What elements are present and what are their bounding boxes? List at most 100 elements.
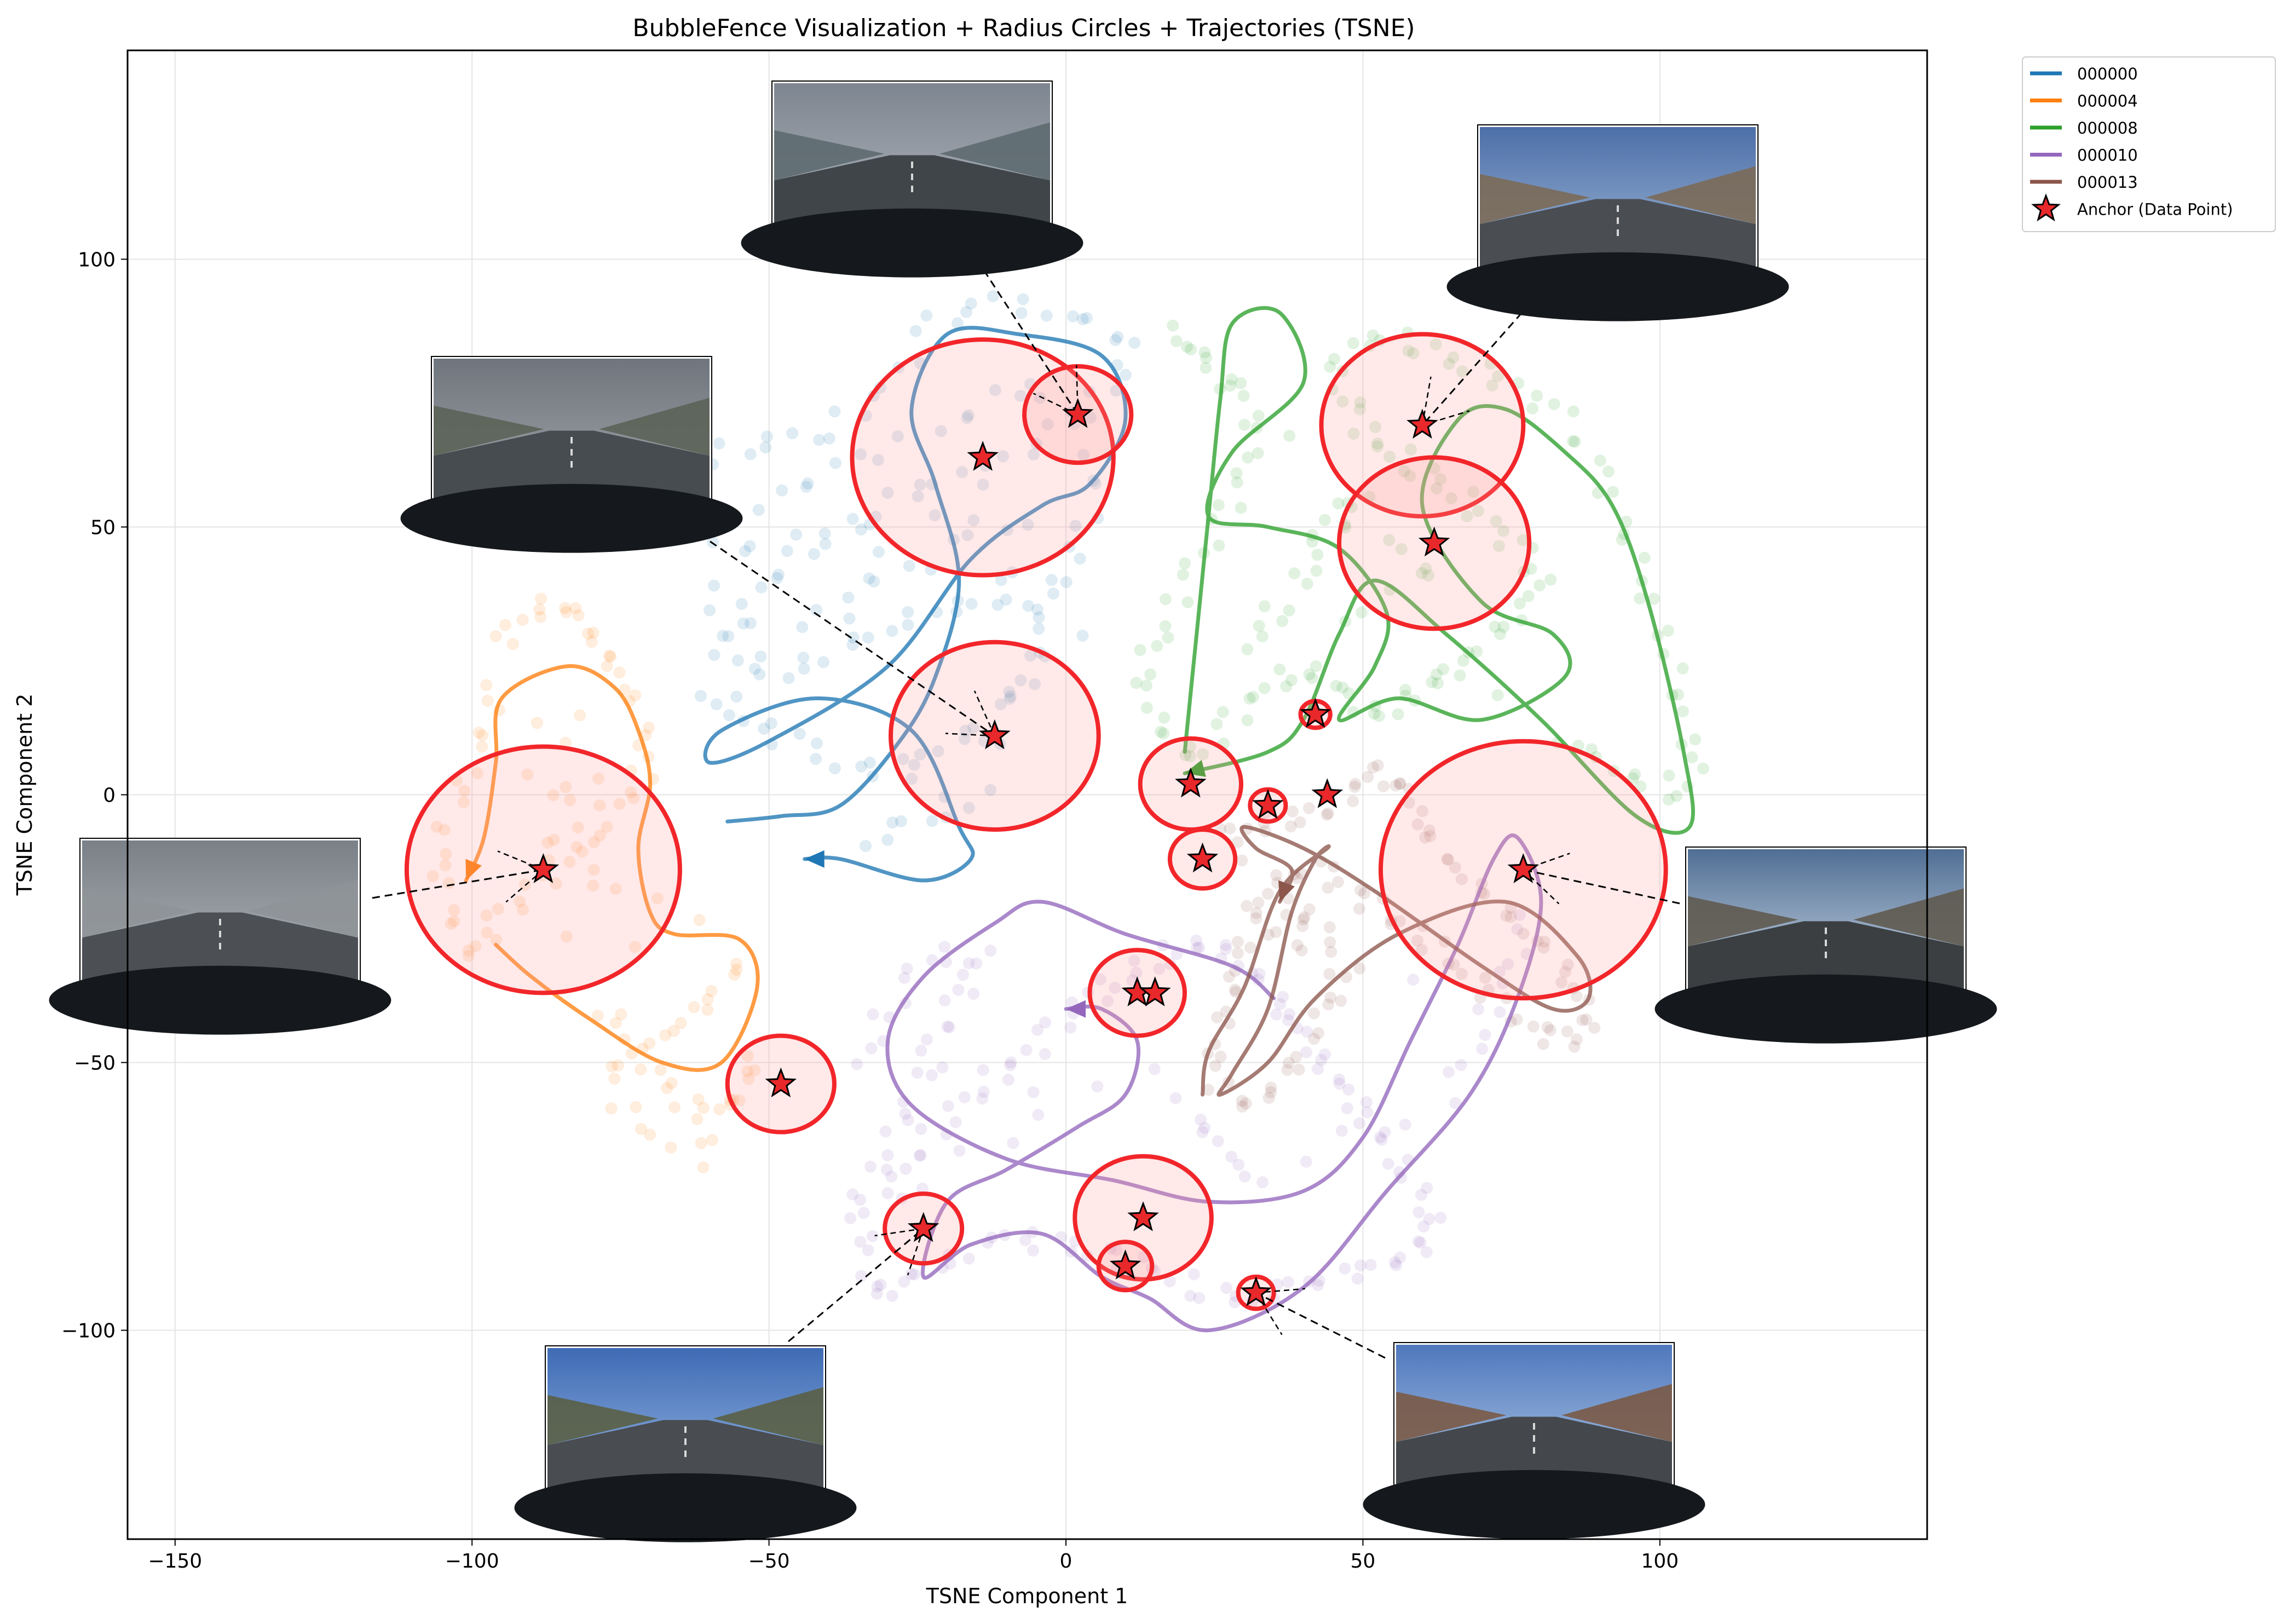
scatter-point [659, 1029, 672, 1041]
scatter-point [810, 753, 822, 765]
scatter-point [1671, 688, 1684, 701]
scatter-point [668, 1101, 681, 1114]
trajectory-line [464, 664, 760, 1072]
scatter-point [1014, 389, 1027, 402]
thumbnail-roadside-left [1688, 896, 1798, 947]
scatter-point [1169, 1092, 1182, 1104]
scatter-point [1217, 706, 1229, 718]
scatter-point [886, 816, 899, 829]
scatter-point [880, 1164, 893, 1176]
scatter-point [755, 581, 768, 594]
scatter-point [701, 1004, 714, 1016]
scatter-point [970, 957, 983, 970]
scatter-point [881, 833, 894, 846]
scatter-point [1395, 543, 1408, 555]
scatter-point [741, 1065, 754, 1078]
anchor-star [1311, 778, 1344, 808]
scatter-point [1437, 663, 1449, 676]
scatter-point [1517, 534, 1529, 546]
scatter-point [1200, 361, 1212, 374]
leader-lines [372, 249, 1680, 1359]
scatter-point [782, 672, 795, 684]
scatter-point [898, 971, 910, 984]
scatter-point [642, 721, 655, 734]
scatter-point [1676, 705, 1689, 718]
scatter-point [713, 1103, 726, 1115]
thumbnail-roadside-left [82, 887, 193, 938]
scatter-point [899, 1107, 912, 1120]
thumbnail-roadside-right [939, 122, 1050, 181]
scatter-point [1394, 778, 1406, 790]
scatter-point [1224, 379, 1237, 392]
leader-line [969, 249, 1079, 415]
scatter-point [1347, 428, 1360, 440]
thumbnail-dashboard [400, 483, 743, 553]
scatter-point [891, 430, 904, 442]
thumbnail-roadside-left [547, 1395, 658, 1446]
scatter-point [962, 957, 975, 970]
leader-line-fan [907, 1228, 924, 1276]
trajectory-line [703, 326, 1128, 883]
scatter-point [1374, 1131, 1386, 1144]
scatter-point [1110, 1243, 1123, 1256]
scatter-point [1300, 1155, 1312, 1168]
scatter-point [754, 650, 767, 663]
scatter-point [1076, 313, 1089, 326]
scatter-point [1202, 1084, 1215, 1096]
scatter-point [1413, 1235, 1425, 1248]
scatter-point [965, 297, 977, 310]
scatter-point [1324, 361, 1336, 373]
legend-star-swatch [2031, 193, 2061, 222]
scatter-point [564, 794, 576, 807]
scatter-point [1382, 1157, 1394, 1170]
scatter-point [1239, 1097, 1252, 1110]
scatter-point [615, 1008, 627, 1021]
scatter-point [1190, 934, 1203, 947]
scatter-point [958, 1091, 971, 1104]
scatter-point [1045, 574, 1058, 586]
scatter-point [1527, 1020, 1540, 1033]
scatter-point [1184, 1289, 1197, 1302]
scatter-point [866, 1230, 879, 1242]
scatter-point [592, 773, 605, 785]
scatter-point [717, 630, 729, 642]
scatter-point [457, 796, 470, 809]
scatter-point [1312, 1063, 1324, 1075]
scatter-point [1377, 780, 1390, 793]
scatter-point [1064, 1021, 1077, 1034]
scatter-point [1404, 444, 1417, 456]
scatter-point [489, 630, 502, 642]
scatter-point [480, 909, 493, 922]
scatter-point [1302, 802, 1315, 814]
scatter-point [857, 1207, 870, 1219]
scatter-point [1456, 365, 1468, 378]
anchor-star [1240, 1276, 1272, 1306]
scatter-point [957, 969, 970, 981]
scatter-point [984, 945, 997, 957]
scatter-point [1328, 353, 1341, 365]
scatter-point [1331, 876, 1344, 888]
scatter-point [1335, 994, 1347, 1007]
leader-line-fan [497, 850, 544, 871]
scatter-point [1349, 778, 1362, 790]
scatter-point [1531, 389, 1543, 402]
trajectory-arrowhead [465, 859, 482, 880]
scatter-point [1312, 1027, 1324, 1039]
scatter-point [1356, 606, 1368, 619]
anchor-star [907, 1212, 939, 1242]
scatter-point [1184, 750, 1196, 763]
scatter-point [967, 514, 980, 527]
scatter-point [1310, 660, 1322, 672]
scatter-point [1402, 344, 1415, 357]
scatter-point [786, 427, 799, 440]
scatter-point [965, 597, 978, 610]
scatter-point [1490, 515, 1502, 527]
scatter-point [1676, 662, 1689, 675]
scatter-point [1270, 1008, 1283, 1021]
anchor-star [1175, 767, 1207, 798]
scatter-point [772, 568, 785, 581]
scatter-point [1235, 502, 1247, 514]
thumbnail-roadside-right [1645, 166, 1756, 224]
scatter-point [609, 1017, 622, 1029]
scatter-point [1561, 958, 1574, 971]
